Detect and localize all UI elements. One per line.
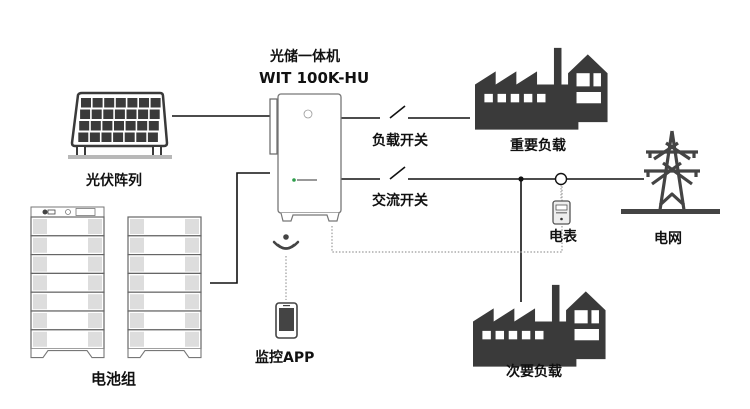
pv-cell [139, 98, 149, 108]
pv-cell [89, 132, 100, 142]
pv-cell [78, 132, 89, 142]
load-switch-blade [389, 105, 406, 119]
pv-array-label: 光伏阵列 [86, 173, 142, 189]
pv-cell [114, 109, 125, 119]
comm-lines [285, 186, 563, 300]
grid-label: 电网 [654, 231, 682, 247]
app-label: 监控APP [255, 350, 315, 366]
pv-cell [138, 109, 149, 119]
pv-cell [114, 121, 124, 131]
pv-cell [124, 132, 135, 142]
pv-cell [150, 98, 161, 108]
wiring [172, 105, 644, 302]
battery-module [127, 329, 202, 350]
pv-cell [127, 98, 138, 108]
battery-label: 电池组 [91, 370, 137, 388]
wifi-icon [272, 234, 300, 250]
solar-panel-icon [68, 91, 172, 159]
pv-cell [91, 109, 102, 119]
load-switch-label: 负载开关 [372, 133, 428, 149]
pv-cell [79, 121, 90, 131]
pv-cell [113, 132, 124, 142]
pv-cell [136, 132, 147, 142]
pv-cell [125, 121, 136, 131]
factory-icon-secondary [473, 284, 606, 367]
pv-cell [80, 109, 91, 119]
transmission-tower-icon [621, 130, 720, 214]
junction-dot [518, 176, 524, 182]
battery-to-inverter-line [210, 172, 270, 284]
pv-cell [92, 98, 103, 108]
critical-load-label: 重要负载 [510, 138, 566, 154]
smartphone-icon [275, 302, 298, 339]
pv-cell [115, 98, 126, 108]
ac-switch-label: 交流开关 [372, 193, 428, 209]
pv-cell [90, 121, 101, 131]
battery-stack-left [30, 206, 105, 359]
inverter-model: WIT 100K-HU [259, 69, 370, 87]
inverter-icon [269, 93, 342, 222]
factory-icon-critical [475, 47, 608, 130]
pv-cell [101, 132, 112, 142]
meter-icon [552, 185, 571, 225]
battery-module [30, 329, 105, 350]
inverter-to-meter-comm [331, 186, 563, 253]
pv-cell [137, 121, 148, 131]
inverter-title: 光储一体机 [270, 49, 340, 65]
battery-stack-right [127, 216, 202, 359]
pv-cell [148, 121, 159, 131]
pv-cell [126, 109, 137, 119]
meter-label: 电表 [549, 229, 577, 245]
ct-sensor [554, 172, 568, 186]
pv-cell [104, 98, 115, 108]
pv-cell [81, 98, 91, 108]
pv-cell [149, 109, 160, 119]
pv-cell [147, 132, 158, 142]
secondary-load-label: 次要负载 [506, 364, 562, 380]
ac-switch-blade [389, 166, 406, 180]
pv-cell [102, 121, 113, 131]
pv-cell [103, 109, 114, 119]
